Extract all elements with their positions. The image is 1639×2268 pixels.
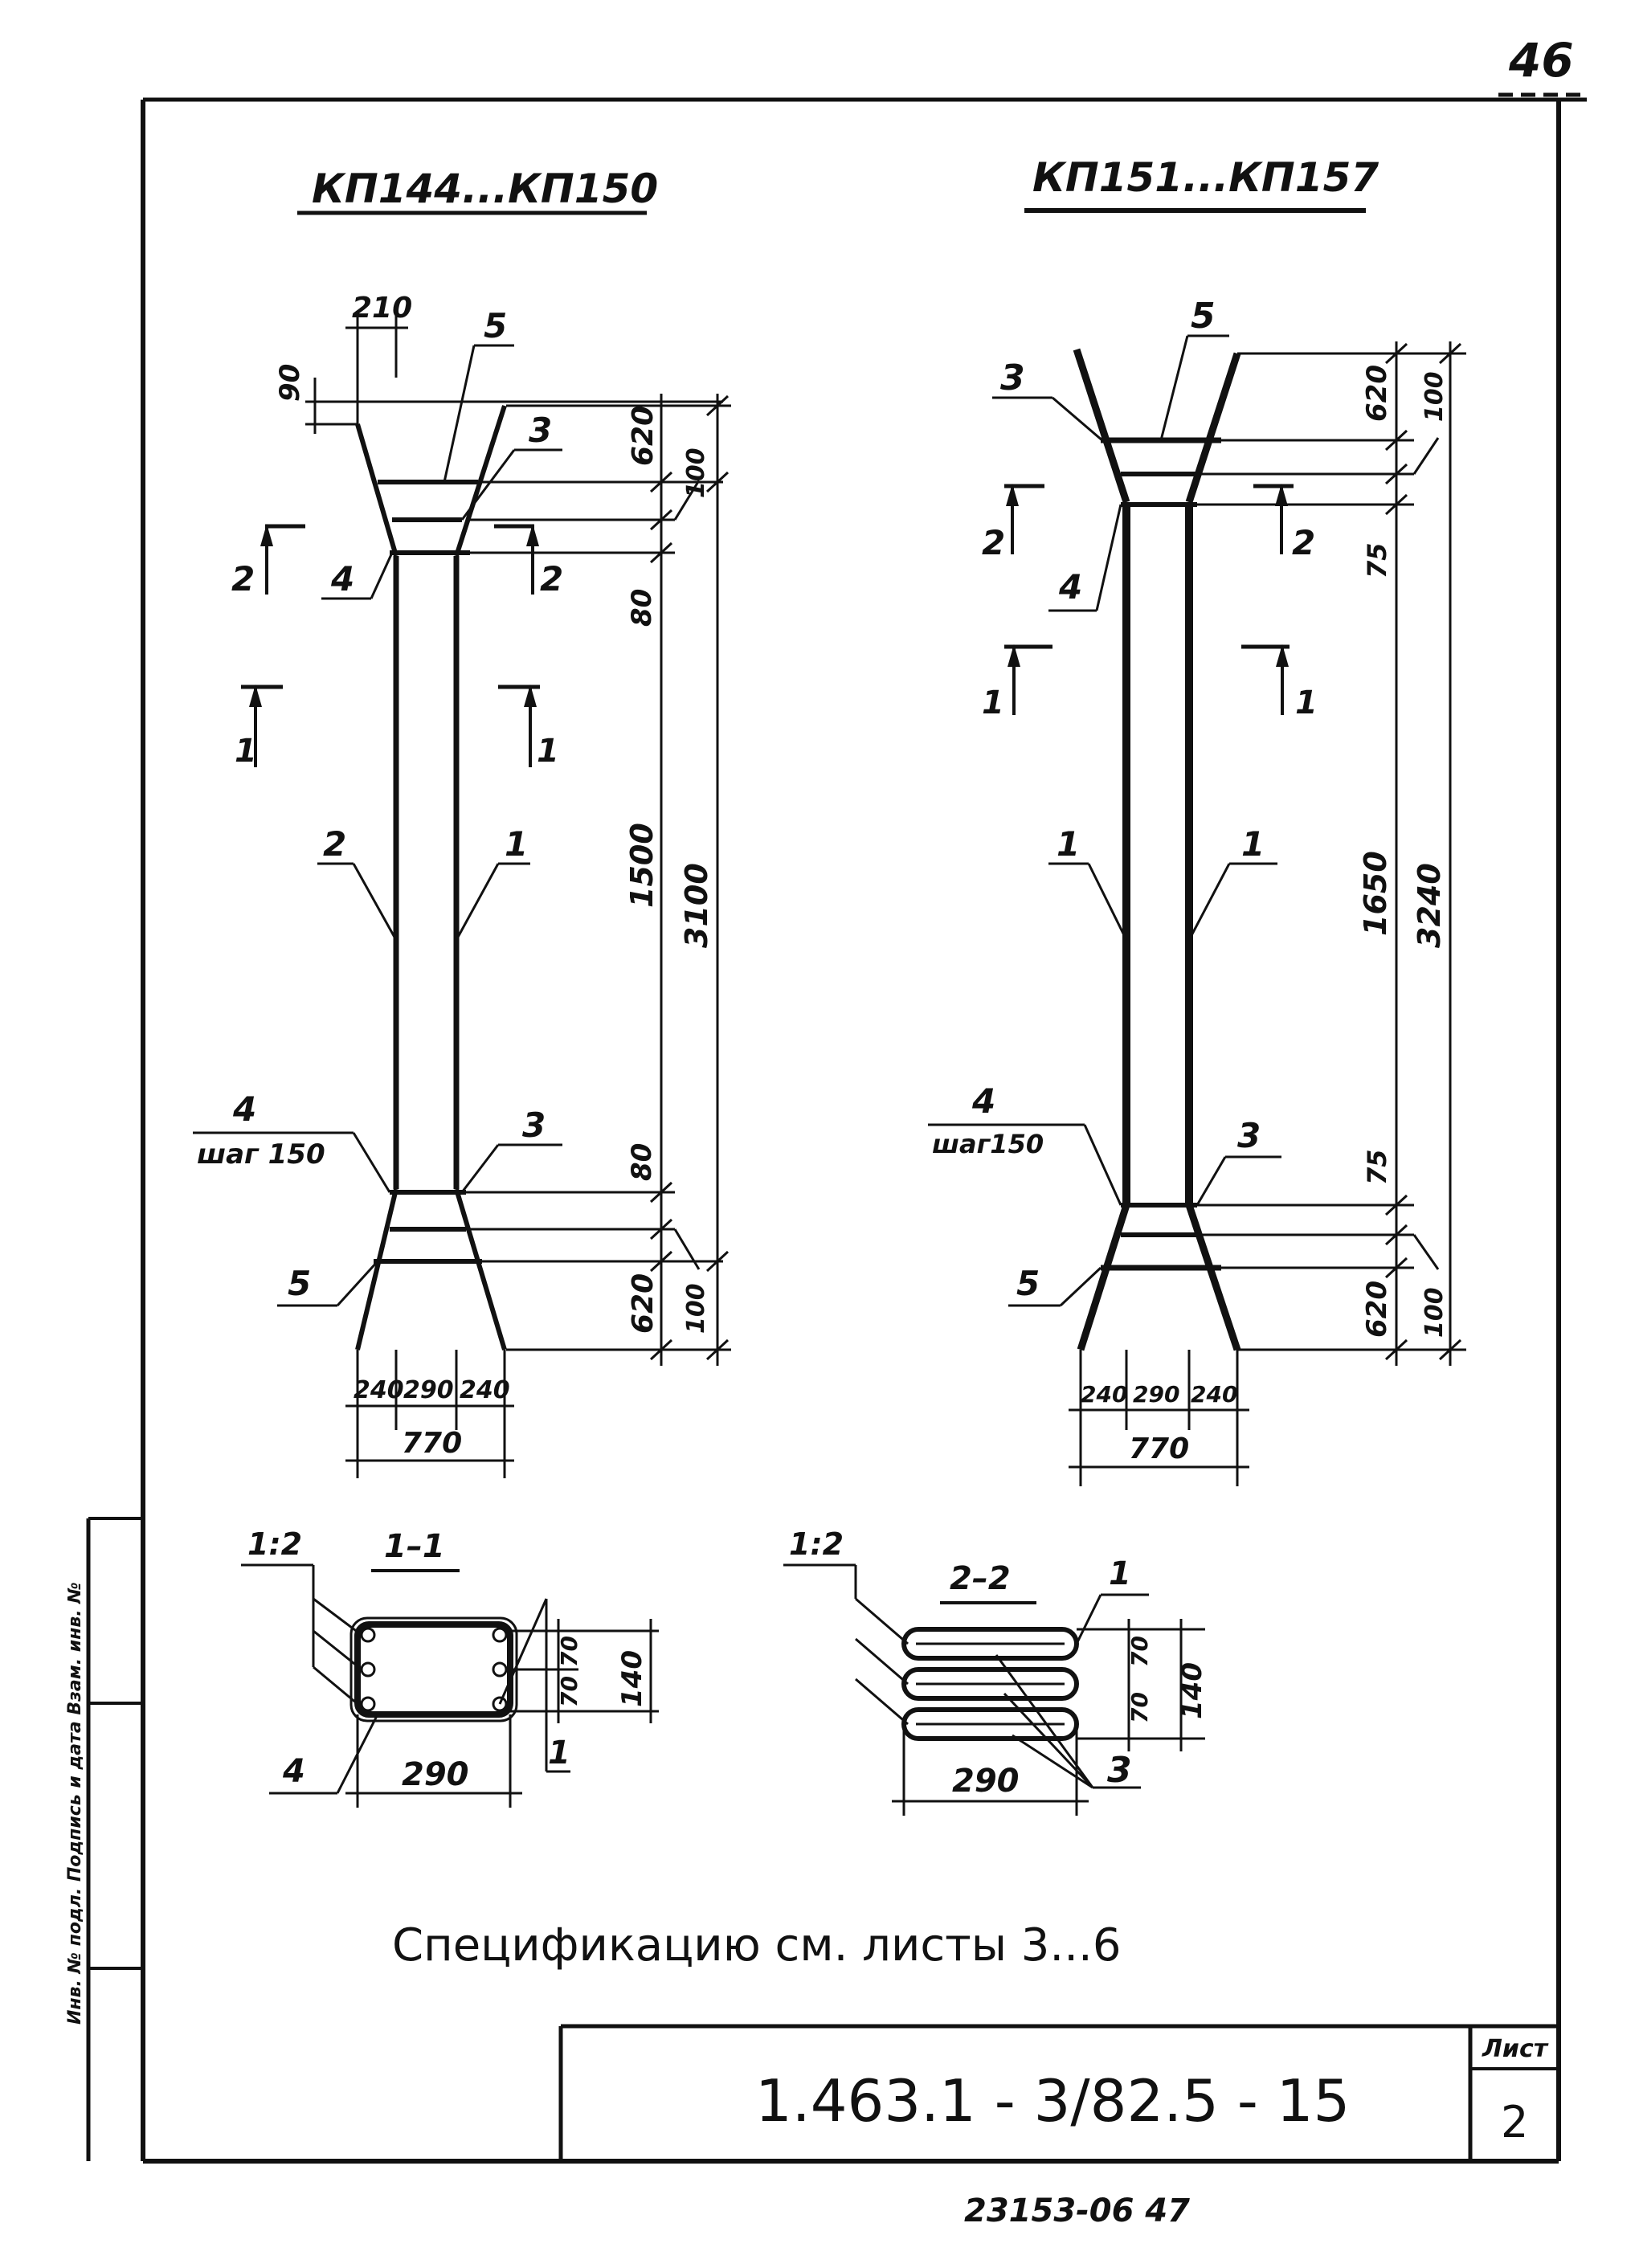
section2-pos3: 3 <box>1107 1750 1132 1791</box>
sheet-number: 2 <box>1501 2097 1528 2147</box>
label-r-pos5-top: 5 <box>1191 296 1216 337</box>
dim-top-width: 210 <box>352 292 412 325</box>
dim-r-bottom-gap: 100 <box>1420 1287 1449 1338</box>
label-r-pos3-top: 3 <box>1000 358 1025 398</box>
dim-r-middle: 1650 <box>1358 851 1393 936</box>
label-pos3-bottom: 3 <box>522 1105 546 1145</box>
label-pos4-bottom: 4 <box>232 1089 256 1129</box>
dim-bottom-step: 80 <box>626 1143 658 1181</box>
dim-top-step: 80 <box>626 589 658 627</box>
label-section2-left: 2 <box>231 559 255 599</box>
section1-title: 1–1 <box>384 1528 445 1565</box>
left-title: КП144...КП150 <box>312 166 658 212</box>
section-1-1: 1:2 1–1 70 70 140 290 4 1 <box>241 1526 659 1808</box>
section1-scale: 1:2 <box>247 1526 302 1562</box>
dim-r-top-gap: 100 <box>1420 371 1449 422</box>
dim-r-w1: 240 <box>1081 1381 1127 1408</box>
specification-note: Спецификацию см. листы 3...6 <box>392 1919 1121 1972</box>
section1-d2: 70 <box>556 1676 582 1707</box>
section-2-2: 1:2 2–2 1 70 70 140 290 3 <box>783 1526 1208 1816</box>
section2-d2: 70 <box>1126 1692 1153 1723</box>
label-section1-right: 1 <box>537 733 559 770</box>
dim-top-gap: 100 <box>682 447 710 498</box>
section2-scale: 1:2 <box>789 1526 844 1562</box>
dim-r-total-width: 770 <box>1129 1432 1189 1465</box>
label-r-pos5-bottom: 5 <box>1016 1264 1040 1303</box>
section2-height: 140 <box>1176 1662 1208 1719</box>
section2-title: 2–2 <box>950 1560 1011 1597</box>
label-section2-right: 2 <box>540 559 563 599</box>
left-element: КП144...КП150 210 90 <box>193 166 731 1478</box>
dim-r-overall: 3240 <box>1412 863 1447 948</box>
dim-r-top-step: 75 <box>1362 542 1392 578</box>
section1-width: 290 <box>402 1756 469 1793</box>
sheet-label: Лист <box>1482 2035 1549 2063</box>
dim-r-w2: 290 <box>1133 1381 1179 1408</box>
label-pos5-bottom: 5 <box>288 1264 311 1303</box>
label-pos5-top: 5 <box>484 306 507 345</box>
section1-pos1: 1 <box>548 1735 570 1771</box>
dim-w2: 290 <box>403 1376 454 1404</box>
dim-r-top-flare: 620 <box>1361 365 1393 422</box>
dim-top-offset: 90 <box>274 364 306 402</box>
label-pos3-top: 3 <box>529 411 552 450</box>
archive-number: 23153-06 47 <box>964 2192 1190 2229</box>
label-r-pos4-top: 4 <box>1058 567 1082 607</box>
label-r-pos1-left: 1 <box>1057 824 1080 864</box>
page-number: 46 <box>1508 33 1574 88</box>
section2-pos1: 1 <box>1109 1555 1131 1592</box>
dim-w1: 240 <box>354 1376 404 1404</box>
dim-overall: 3100 <box>679 863 714 948</box>
label-section1-left: 1 <box>235 733 257 770</box>
label-r-step-note: шаг150 <box>932 1129 1044 1159</box>
label-r-pos4-bottom: 4 <box>971 1081 995 1121</box>
label-r-section2-right: 2 <box>1292 523 1315 562</box>
section2-d1: 70 <box>1126 1636 1153 1667</box>
label-r-pos1-right: 1 <box>1241 824 1265 864</box>
dim-r-bottom-flare: 620 <box>1361 1281 1393 1338</box>
section1-height: 140 <box>616 1650 648 1707</box>
label-r-section1-right: 1 <box>1295 684 1318 721</box>
sheet-frame <box>141 97 1587 2164</box>
title-block: 1.463.1 - 3/82.5 - 15 Лист 2 <box>558 2024 1559 2161</box>
dim-bottom-flare: 620 <box>627 1273 660 1334</box>
dim-top-flare: 620 <box>627 406 660 466</box>
section2-width: 290 <box>952 1763 1020 1800</box>
label-r-section2-left: 2 <box>982 523 1005 562</box>
side-stamp-text: Инв. № подл. Подпись и дата Взам. инв. № <box>65 1582 85 2025</box>
section1-pos4: 4 <box>282 1753 305 1790</box>
right-title: КП151...КП157 <box>1032 154 1379 201</box>
label-pos4-top: 4 <box>330 559 354 599</box>
label-step-note: шаг 150 <box>197 1138 325 1171</box>
dim-r-bottom-step: 75 <box>1362 1149 1392 1185</box>
dim-w3: 240 <box>460 1376 510 1404</box>
dim-middle: 1500 <box>624 823 660 908</box>
dim-bottom-gap: 100 <box>682 1283 710 1334</box>
dim-total-width: 770 <box>402 1427 462 1460</box>
label-pos2: 2 <box>323 824 346 864</box>
label-pos1: 1 <box>505 824 528 864</box>
label-r-pos3-bottom: 3 <box>1237 1116 1261 1155</box>
document-code: 1.463.1 - 3/82.5 - 15 <box>755 2067 1350 2135</box>
label-r-section1-left: 1 <box>982 684 1004 721</box>
right-element: КП151...КП157 620 100 75 <box>928 154 1466 1486</box>
binding-margin: Инв. № подл. Подпись и дата Взам. инв. № <box>65 1517 143 2161</box>
dim-r-w3: 240 <box>1191 1381 1237 1408</box>
section1-d1: 70 <box>556 1636 582 1667</box>
